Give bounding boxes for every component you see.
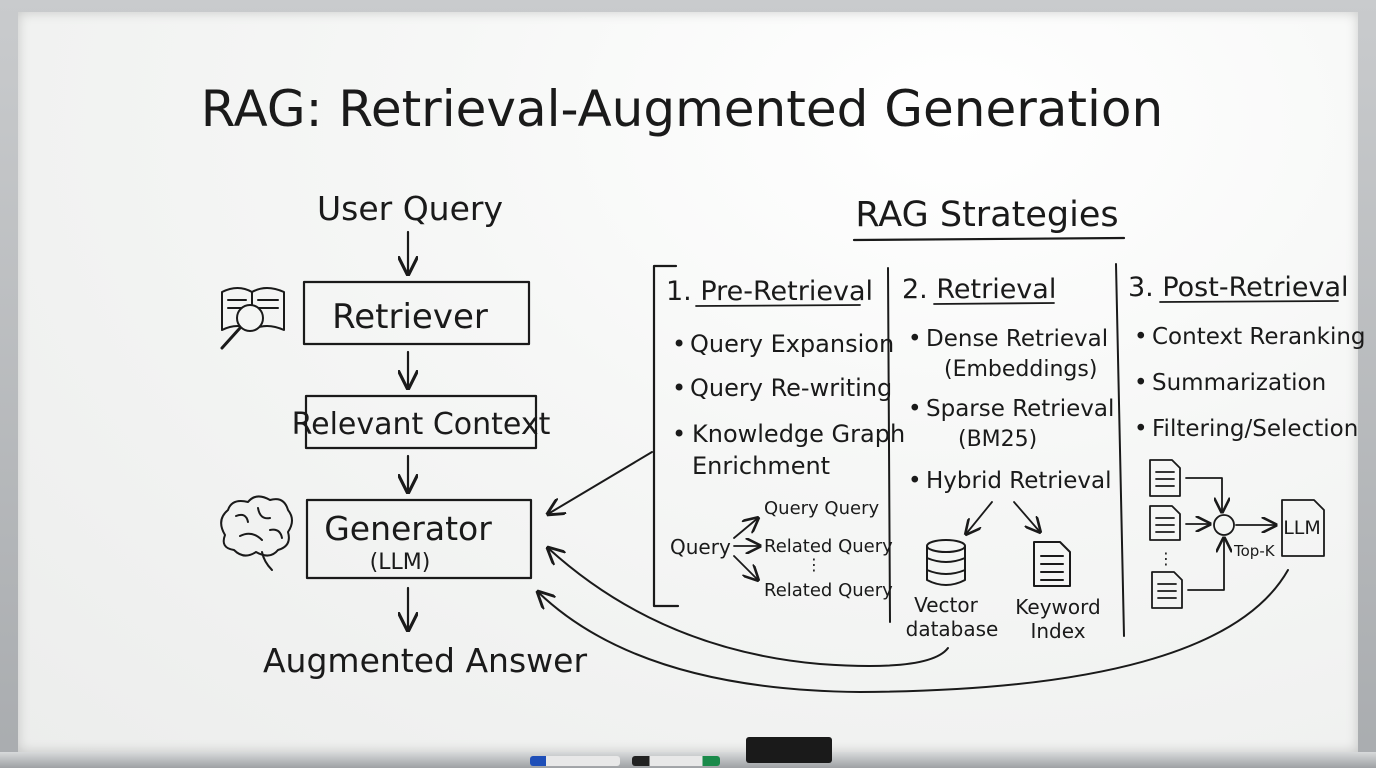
pre-retrieval-bullet: • (672, 420, 686, 448)
llm-document (1281, 499, 1325, 557)
whiteboard-surface (18, 12, 1358, 752)
doc-icon (1149, 459, 1181, 497)
relevant-context-label: Relevant Context (292, 407, 551, 442)
flow-arrow-top (1185, 477, 1222, 512)
expansion-arrow-down (733, 555, 758, 580)
doc-icon (1149, 505, 1181, 541)
retrieval-bullet: • (908, 326, 922, 352)
arrow-llm-to-generator (538, 569, 1289, 693)
divider-retrieval (1115, 263, 1125, 637)
black-marker[interactable] (632, 756, 720, 766)
pre-retrieval-bullet: • (672, 374, 686, 402)
expansion-ellipsis: ⋮ (806, 555, 822, 574)
topk-label: Top-K (1233, 542, 1276, 560)
bullet-context-reranking: Context Reranking (1152, 324, 1366, 350)
relevant-context-box (304, 394, 538, 450)
database-icon (926, 539, 966, 586)
hybrid-arrow-left (966, 501, 993, 534)
post-retrieval-bullet: • (1134, 416, 1148, 442)
docs-ellipsis: ⋮ (1158, 549, 1174, 568)
retrieval-bullet: • (908, 468, 922, 494)
post-retrieval-bullet: • (1134, 370, 1148, 396)
blue-marker[interactable] (530, 756, 620, 766)
retriever-label: Retriever (332, 297, 488, 337)
augmented-answer-label: Augmented Answer (263, 641, 587, 680)
retrieval-bullet: • (908, 396, 922, 422)
merge-node (1213, 514, 1235, 536)
bullet-knowledge-graph: Knowledge Graph (692, 420, 905, 448)
bullet-enrichment: Enrichment (692, 452, 830, 480)
bullet-hybrid-retrieval: Hybrid Retrieval (926, 468, 1111, 494)
retrieval-underline (933, 302, 1055, 305)
post-retrieval-bullet: • (1134, 324, 1148, 350)
expansion-output-1: Query Query (764, 498, 879, 519)
strategies-underline (852, 236, 1126, 242)
doc-icon (1151, 571, 1183, 609)
vector-db-label-1: Vector (914, 593, 979, 617)
expansion-output-3: Related Query (764, 580, 893, 601)
bullet-filtering-selection: Filtering/Selection (1152, 416, 1358, 442)
bullet-query-expansion: Query Expansion (690, 330, 894, 358)
post-retrieval-docs (1149, 459, 1183, 609)
bullet-query-rewriting: Query Re-writing (690, 374, 892, 402)
expansion-output-2: Related Query (764, 536, 893, 557)
keyword-index-label-1: Keyword (1015, 595, 1100, 619)
bullet-summarization: Summarization (1152, 370, 1326, 396)
arrow-pre-retrieval-to-generator (548, 451, 653, 514)
post-retrieval-title: 3. Post-Retrieval (1128, 272, 1349, 303)
brain-icon (220, 495, 293, 571)
bullet-dense-retrieval: Dense Retrieval (926, 326, 1108, 352)
document-icon (1033, 541, 1071, 587)
expansion-arrow-up (733, 518, 758, 539)
llm-label: LLM (1283, 517, 1321, 539)
vector-db-label-2: database (906, 617, 999, 641)
post-retrieval-underline (1159, 300, 1339, 303)
hybrid-arrow-right (1013, 501, 1040, 532)
expansion-source-query: Query (670, 535, 731, 559)
generator-box (305, 498, 533, 580)
retrieval-title: 2. Retrieval (902, 274, 1056, 305)
flow-arrow-bottom (1187, 538, 1224, 591)
strategies-bracket (652, 264, 680, 608)
divider-pre-retrieval (887, 267, 891, 623)
whiteboard-eraser[interactable] (746, 737, 832, 763)
user-query-label: User Query (317, 189, 503, 228)
book-search-icon (220, 287, 285, 350)
retriever-box (302, 280, 531, 346)
strategies-heading: RAG Strategies (855, 195, 1118, 235)
page-title: RAG: Retrieval-Augmented Generation (201, 80, 1163, 138)
pre-retrieval-underline (695, 304, 861, 307)
bullet-embeddings: (Embeddings) (944, 357, 1097, 382)
bullet-sparse-retrieval: Sparse Retrieval (926, 396, 1114, 422)
generator-sublabel: (LLM) (370, 550, 431, 575)
bullet-bm25: (BM25) (958, 427, 1037, 452)
keyword-index-label-2: Index (1030, 619, 1085, 643)
pre-retrieval-bullet: • (672, 330, 686, 358)
generator-label: Generator (324, 509, 492, 548)
pre-retrieval-title: 1. Pre-Retrieval (666, 276, 873, 307)
arrow-vector-db-to-generator (548, 548, 949, 667)
